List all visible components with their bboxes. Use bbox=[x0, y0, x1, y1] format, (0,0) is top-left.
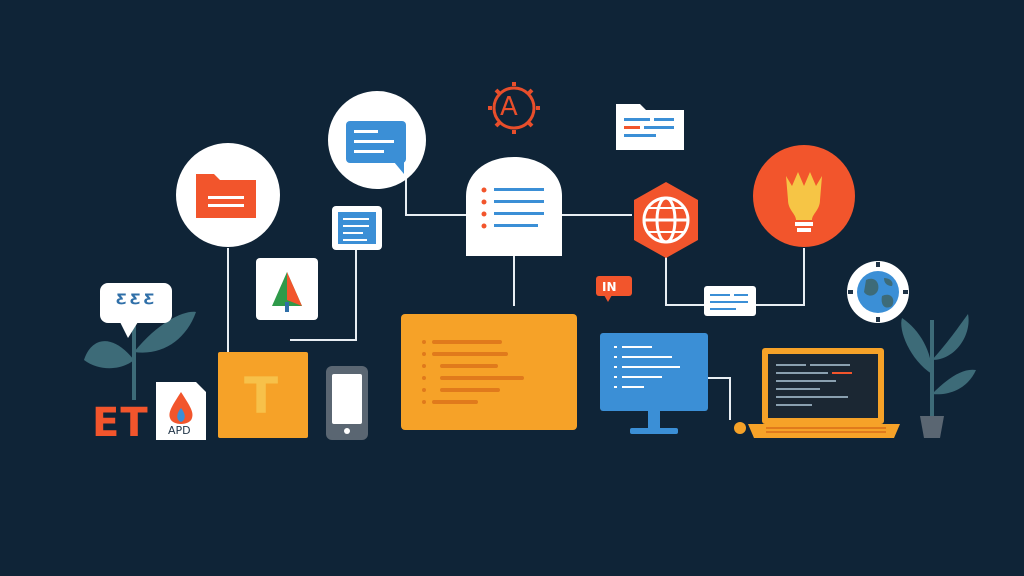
globe-icon bbox=[847, 261, 909, 323]
connector-hex-down bbox=[665, 256, 706, 306]
connector-lines bbox=[227, 170, 805, 420]
chat-bubble-icon bbox=[328, 91, 426, 189]
folder-icon bbox=[176, 143, 280, 247]
zz-speech-bubble bbox=[100, 283, 172, 338]
code-panel-orange bbox=[401, 314, 577, 430]
lightbulb-icon bbox=[753, 145, 855, 247]
gear-a-icon bbox=[488, 82, 540, 134]
tree-icon bbox=[256, 258, 318, 320]
et-label: ET bbox=[92, 400, 149, 446]
center-document-card bbox=[466, 157, 562, 256]
apd-label: APD bbox=[168, 424, 191, 437]
in-tag bbox=[596, 276, 632, 302]
orange-t-block bbox=[218, 352, 308, 438]
smartphone-icon bbox=[326, 366, 368, 440]
connector-chat bbox=[405, 170, 466, 216]
folder-document-icon bbox=[616, 104, 684, 150]
globe-network-icon bbox=[634, 182, 698, 258]
message-card-icon bbox=[704, 286, 756, 316]
connector-bulb bbox=[756, 248, 805, 306]
water-drop-document-icon bbox=[156, 382, 206, 440]
laptop-icon bbox=[734, 348, 900, 438]
connector-monitor bbox=[706, 377, 731, 420]
gear-a-label: A bbox=[500, 92, 518, 122]
document-card-icon bbox=[332, 206, 382, 250]
t-label: T bbox=[244, 367, 279, 425]
monitor-icon bbox=[600, 333, 708, 434]
connector-doc-card bbox=[290, 248, 357, 341]
in-label: IN bbox=[602, 280, 617, 294]
zz-label: ƸƸƸ bbox=[116, 292, 158, 308]
plant-icon-right bbox=[901, 314, 976, 438]
